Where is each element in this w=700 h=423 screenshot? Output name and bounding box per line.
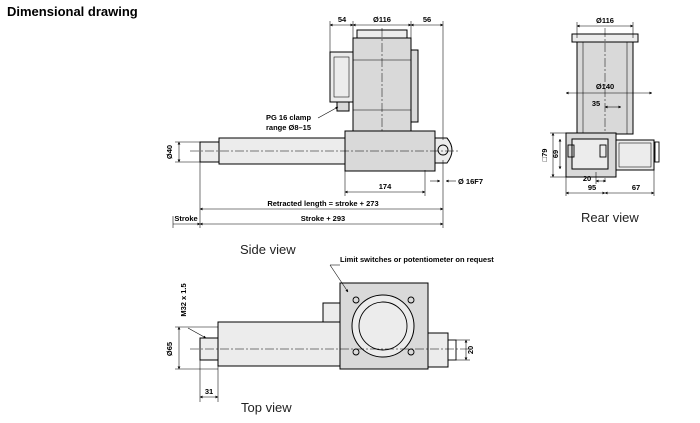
top-view-drawing: Limit switches or potentiometer on reque… [165, 255, 494, 402]
top-m32-leader [187, 327, 207, 339]
top-motor-flange-inner [358, 301, 408, 351]
drawing-heading: Dimensional drawing [7, 4, 138, 19]
top-motor-flange [351, 294, 415, 358]
pg-note-leader [317, 106, 339, 119]
dim-54-label: 54 [338, 15, 347, 24]
rear-bolt-left [567, 144, 575, 158]
side-clevis-hole [437, 144, 449, 156]
side-rear-clevis [434, 137, 453, 164]
rear-dim-20-label: 20 [583, 174, 591, 183]
stroke-293-label: Stroke + 293 [301, 214, 345, 223]
rear-view-drawing: Ø116 Ø140 35 □79 69 20 95 67 [540, 16, 660, 196]
side-terminal-box-inner [333, 56, 350, 98]
dim-d16f7-label: Ø 16F7 [458, 177, 483, 186]
rear-dim-d140-label: Ø140 [596, 82, 614, 91]
rear-view-label: Rear view [581, 210, 639, 225]
top-dim-20-label: 20 [466, 346, 475, 354]
limit-switch-note: Limit switches or potentiometer on reque… [340, 255, 494, 264]
pg-note-line1: PG 16 clamp [266, 113, 311, 122]
dim-174-label: 174 [379, 182, 392, 191]
rear-dim-69-label: 69 [551, 150, 560, 158]
top-dim-d65-label: Ø65 [165, 342, 174, 356]
side-motor-flange [410, 49, 419, 123]
dim-d116-label: Ø116 [373, 15, 391, 24]
limit-note-leader [329, 264, 349, 293]
rear-bolt-right [599, 144, 607, 158]
side-terminal-box [329, 51, 354, 103]
retracted-length-label: Retracted length = stroke + 273 [267, 199, 378, 208]
top-bolt [352, 296, 360, 304]
stroke-label: Stroke [174, 214, 197, 223]
dim-56-label: 56 [423, 15, 431, 24]
side-view-label: Side view [240, 242, 296, 257]
rear-terminal-screw [654, 141, 660, 163]
rear-dim-35-label: 35 [592, 99, 600, 108]
rear-dim-67-label: 67 [632, 183, 640, 192]
side-piston-rod [199, 141, 220, 163]
pg-note-line2: range Ø8–15 [266, 123, 311, 132]
top-bolt [407, 296, 415, 304]
dim-d40-label: Ø40 [165, 145, 174, 159]
top-dim-31-label: 31 [205, 387, 213, 396]
side-cable-gland [336, 101, 350, 112]
rear-terminal-box [615, 139, 655, 171]
side-view-drawing: 54 Ø116 56 PG 16 clamp range Ø8–15 Ø40 1… [165, 15, 483, 228]
top-rear-clevis [427, 332, 449, 368]
rear-dim-sq79-label: □79 [540, 149, 549, 162]
top-outer-tube [217, 321, 341, 367]
top-dim-m32-label: M32 x 1.5 [179, 283, 188, 316]
top-clevis-pin [447, 339, 457, 361]
rear-flange [571, 138, 609, 170]
top-view-label: Top view [241, 400, 292, 415]
rear-terminal-box-inner [618, 142, 652, 168]
rear-dim-95-label: 95 [588, 183, 596, 192]
rear-dim-d116-label: Ø116 [596, 16, 614, 25]
